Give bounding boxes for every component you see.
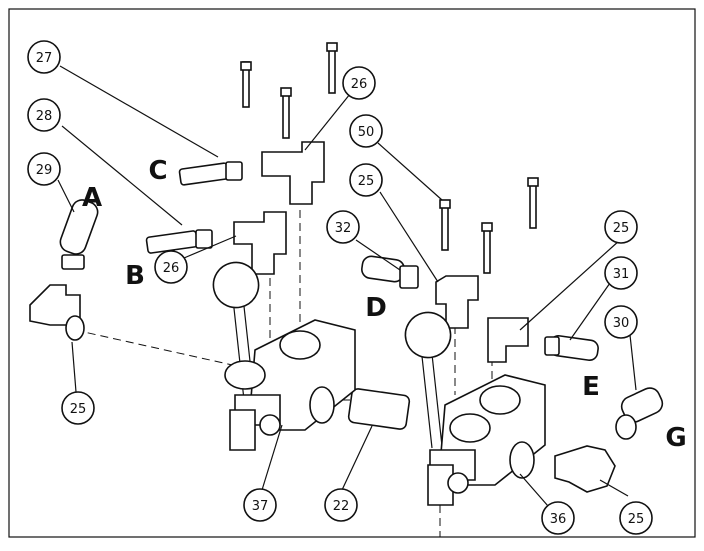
port-letters: A B C D E G [82,156,687,453]
callout-26-upper: 26 [342,66,376,100]
svg-text:32: 32 [335,221,352,236]
svg-text:22: 22 [333,499,350,514]
callout-31: 31 [604,256,638,290]
letter-d: D [365,293,387,323]
callout-circles: 27 28 29 26 26 50 25 32 [27,40,653,535]
callout-25-center: 25 [349,163,383,197]
callout-36: 36 [541,501,575,535]
callout-26-lower: 26 [154,250,188,284]
svg-text:26: 26 [163,261,180,276]
callout-22: 22 [324,488,358,522]
callout-25-right: 25 [604,210,638,244]
callout-30: 30 [604,305,638,339]
svg-text:30: 30 [613,316,630,331]
callout-27: 27 [27,40,61,74]
callout-28: 28 [27,98,61,132]
letter-e: E [582,372,600,402]
svg-text:31: 31 [613,267,630,282]
svg-text:37: 37 [252,499,269,514]
drawing-border [8,8,696,538]
letter-b: B [125,261,145,291]
fittings [29,141,664,493]
callout-25-bottom: 25 [619,501,653,535]
leader-lines [57,65,637,507]
svg-text:29: 29 [36,163,53,178]
svg-text:25: 25 [613,221,630,236]
svg-text:28: 28 [36,109,53,124]
svg-text:50: 50 [358,125,375,140]
callout-32: 32 [326,210,360,244]
callout-50: 50 [349,114,383,148]
svg-text:25: 25 [628,512,645,527]
callout-25-left: 25 [61,391,95,425]
svg-text:26: 26 [351,77,368,92]
svg-text:27: 27 [36,51,53,66]
letter-g: G [665,423,686,453]
letter-c: C [148,156,167,186]
callout-37: 37 [243,488,277,522]
valve-right [404,311,546,506]
svg-text:36: 36 [550,512,567,527]
bolts [240,42,539,274]
svg-text:25: 25 [70,402,87,417]
svg-text:25: 25 [358,174,375,189]
valve-left [212,261,356,451]
callout-29: 29 [27,152,61,186]
letter-a: A [82,183,102,213]
